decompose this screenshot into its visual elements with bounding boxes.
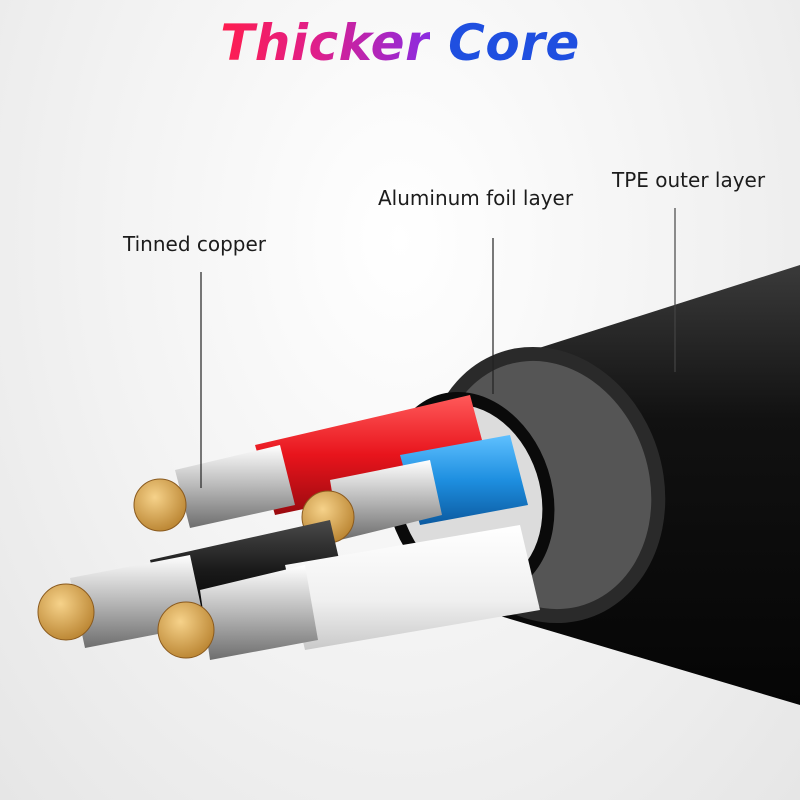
label-tinned-copper: Tinned copper bbox=[123, 232, 267, 256]
headline: Thicker Core bbox=[0, 14, 800, 72]
headline-word-thicker: Thicker bbox=[220, 14, 431, 72]
label-tpe-outer-layer: TPE outer layer bbox=[612, 168, 766, 192]
red-wire bbox=[133, 395, 490, 532]
copper-core-black bbox=[37, 583, 95, 641]
copper-core-white bbox=[157, 601, 215, 659]
label-aluminum-foil-layer: Aluminum foil layer bbox=[378, 186, 574, 210]
white-wire bbox=[157, 525, 540, 660]
headline-word-core: Core bbox=[448, 14, 580, 72]
copper-core-red bbox=[133, 478, 187, 532]
